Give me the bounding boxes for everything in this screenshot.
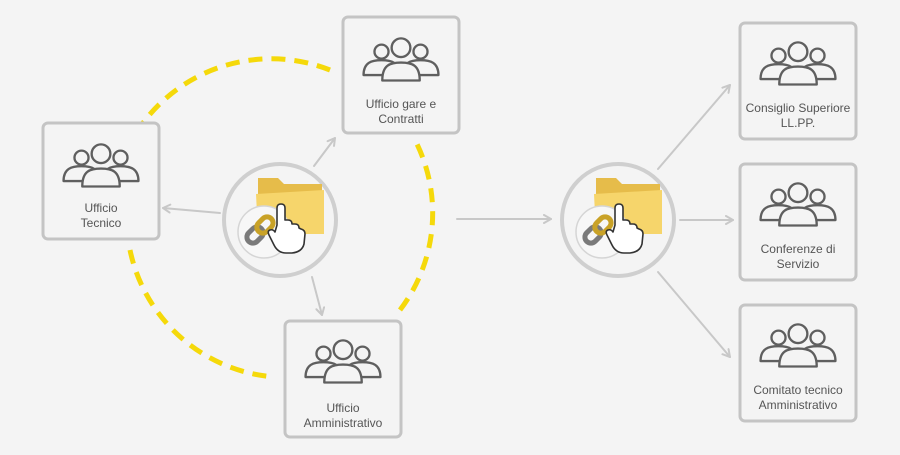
label-line1: Conferenze di: [761, 242, 836, 256]
node-ufficio-amministrativo: Ufficio Amministrativo: [283, 319, 403, 439]
hand-pointer-icon: [605, 203, 644, 254]
hub-internal: [222, 162, 338, 278]
link-icon: [582, 214, 614, 246]
label-line2: Amministrativo: [759, 398, 838, 412]
node-comitato-tecnico: Comitato tecnico Amministrativo: [738, 303, 858, 423]
hub-external: [560, 162, 676, 278]
node-consiglio-superiore: Consiglio Superiore LL.PP.: [738, 21, 858, 141]
label-line2: Contratti: [378, 112, 423, 126]
arrow-to-consiglio: [657, 84, 731, 170]
label-line1: Ufficio gare e: [366, 97, 437, 111]
node-conferenze-servizio: Conferenze di Servizio: [738, 162, 858, 282]
arrow-to-comitato: [657, 271, 731, 358]
arrow-to-ufficio-tecnico: [162, 203, 221, 214]
label-line2: LL.PP.: [781, 116, 815, 130]
node-ufficio-tecnico: Ufficio Tecnico: [41, 121, 161, 241]
label-line1: Ufficio: [326, 401, 359, 415]
label-line1: Comitato tecnico: [753, 383, 843, 397]
arrow-to-ufficio-gare: [313, 137, 336, 167]
label-line1: Ufficio: [84, 201, 117, 215]
dashed-cycle: [127, 56, 436, 380]
label-line2: Amministrativo: [304, 416, 383, 430]
label-line1: Consiglio Superiore: [746, 101, 851, 115]
label-line2: Tecnico: [81, 216, 122, 230]
arrows: [162, 84, 734, 358]
arrow-to-ufficio-amministrativo: [311, 276, 326, 316]
node-ufficio-gare: Ufficio gare e Contratti: [341, 15, 461, 135]
link-icon: [244, 214, 276, 246]
hand-pointer-icon: [267, 203, 306, 254]
label-line2: Servizio: [777, 257, 820, 271]
